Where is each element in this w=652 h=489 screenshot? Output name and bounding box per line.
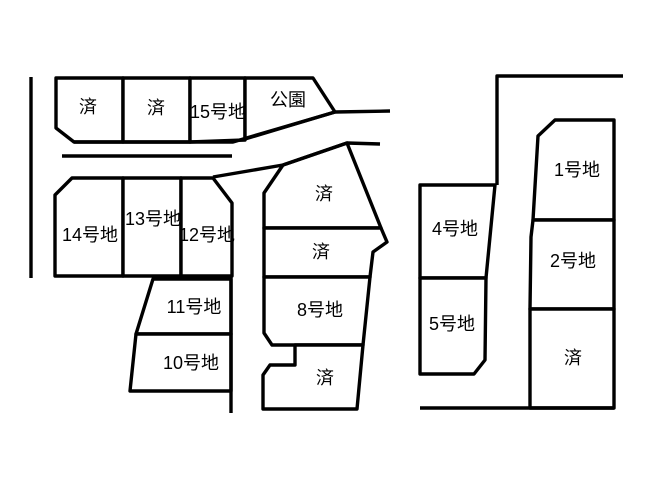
plot-label-park: 公園 (270, 90, 306, 110)
plot-label-lot-12: 12号地 (179, 225, 235, 245)
plot-label-lot-15: 15号地 (190, 102, 246, 122)
plot-label-sold-b: 済 (147, 98, 165, 118)
plot-label-sold-a: 済 (79, 97, 97, 117)
plot-sold-e[interactable] (261, 343, 365, 411)
plot-lot-5[interactable] (418, 276, 488, 376)
road-road-upper-top (74, 109, 391, 144)
plot-label-sold-e: 済 (316, 368, 334, 388)
plot-label-lot-14: 14号地 (62, 225, 118, 245)
plot-lot-1[interactable] (531, 118, 616, 222)
plot-label-lot-10: 10号地 (163, 353, 219, 373)
plot-label-lot-2: 2号地 (550, 251, 596, 271)
road-road-northeast (495, 74, 623, 185)
plot-label-sold-f: 済 (564, 348, 582, 368)
plot-label-sold-d: 済 (312, 242, 330, 262)
plot-label-lot-1: 1号地 (554, 160, 600, 180)
plot-label-sold-c: 済 (315, 184, 333, 204)
plot-label-lot-8: 8号地 (297, 300, 343, 320)
plot-label-lot-4: 4号地 (432, 219, 478, 239)
plot-sold-c[interactable] (262, 141, 383, 230)
road-road-bend-edge (212, 141, 381, 179)
plot-label-lot-11: 11号地 (167, 297, 222, 317)
plot-lot-12[interactable] (179, 176, 234, 278)
plot-label-lot-5: 5号地 (429, 314, 475, 334)
plot-label-lot-13: 13号地 (125, 209, 181, 229)
